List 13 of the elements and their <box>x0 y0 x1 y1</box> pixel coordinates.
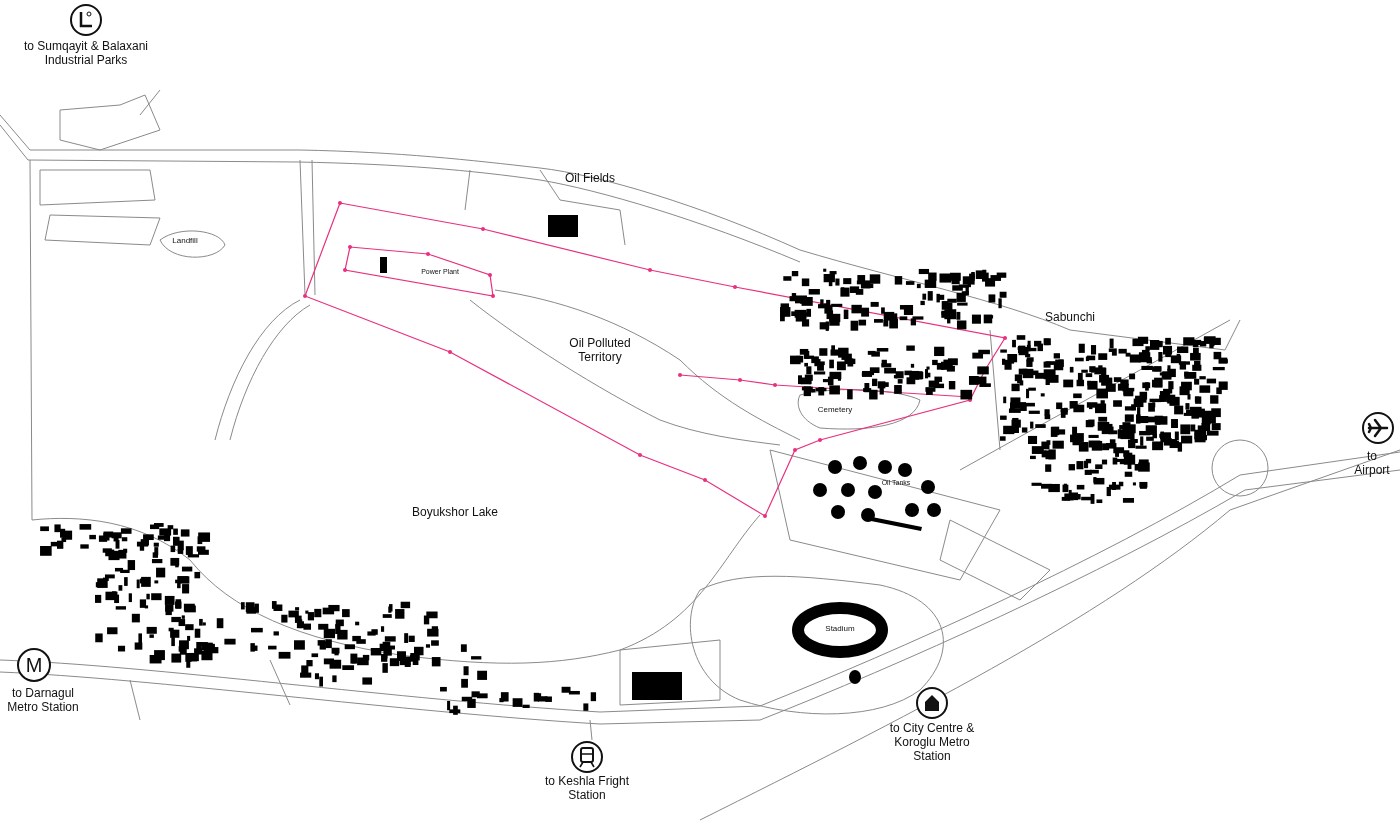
map-label: Boyukshor Lake <box>410 506 500 520</box>
map-label: Stadium <box>824 624 856 634</box>
map-label: Sabunchi <box>1043 311 1096 325</box>
map-label: to Darnagul Metro Station <box>6 687 80 715</box>
map-label: to Airport <box>1353 450 1391 478</box>
metro-icon: M <box>17 648 51 682</box>
map-label: Oil Fields <box>564 172 616 186</box>
map-label: Oil Polluted Territory <box>568 337 632 365</box>
map-label: Landfill <box>171 236 199 246</box>
map-label: Cemetery <box>816 405 854 415</box>
map-label: to Sumqayit & Balaxani Industrial Parks <box>22 40 150 68</box>
map-label: to City Centre & Koroglu Metro Station <box>888 722 976 764</box>
map-label: to Keshla Fright Station <box>543 775 630 803</box>
